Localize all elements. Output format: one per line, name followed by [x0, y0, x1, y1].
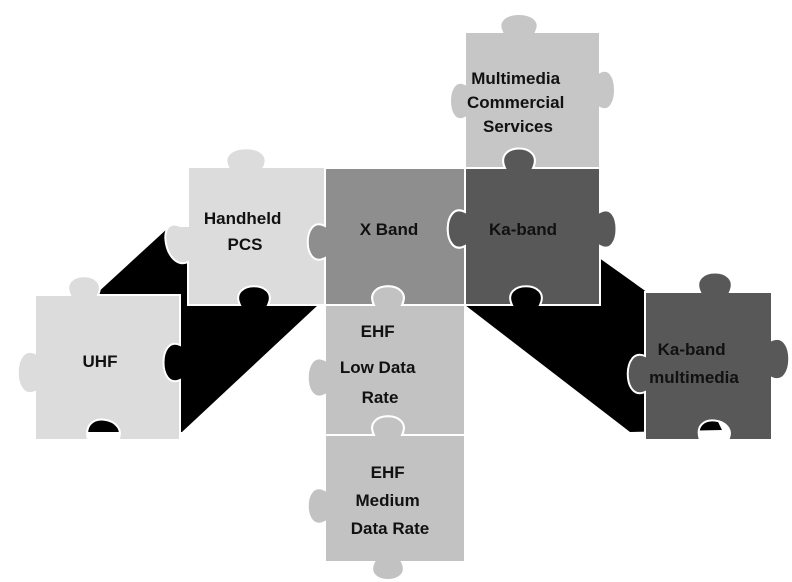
- label-handheld-pcs-line-2: PCS: [228, 235, 263, 254]
- label-ehf-medium-line-2: Medium: [356, 491, 420, 510]
- label-multimedia-commercial-line-3: Services: [483, 117, 553, 136]
- label-ehf-low-line-3: Rate: [362, 388, 399, 407]
- label-multimedia-commercial: Multimedia Commercial Services: [467, 69, 569, 136]
- label-handheld-pcs-line-1: Handheld: [204, 209, 281, 228]
- label-ka-band-multimedia-line-2: multimedia: [649, 368, 739, 387]
- label-multimedia-commercial-line-2: Commercial: [467, 93, 564, 112]
- label-ehf-low-line-1: EHF: [361, 322, 395, 341]
- label-ehf-medium-line-3: Data Rate: [351, 519, 429, 538]
- label-x-band-line-1: X Band: [360, 220, 419, 239]
- label-x-band: X Band: [360, 220, 419, 239]
- label-ehf-low-line-2: Low Data: [340, 358, 416, 377]
- label-ka-band-line-1: Ka-band: [489, 220, 557, 239]
- label-ka-band-multimedia-line-1: Ka-band: [658, 340, 726, 359]
- piece-uhf: [16, 275, 181, 441]
- piece-ka-band-multimedia: [626, 271, 791, 441]
- label-multimedia-commercial-line-1: Multimedia: [471, 69, 560, 88]
- label-uhf: UHF: [83, 352, 118, 371]
- piece-ka-band: [446, 147, 618, 306]
- label-ehf-low: EHF Low Data Rate: [340, 322, 420, 407]
- label-ka-band: Ka-band: [489, 220, 557, 239]
- label-handheld-pcs: Handheld PCS: [204, 209, 286, 254]
- piece-multimedia-commercial: [449, 13, 616, 169]
- piece-ehf-medium: [306, 415, 466, 581]
- label-ka-band-multimedia: Ka-band multimedia: [649, 340, 739, 387]
- label-ehf-medium: EHF Medium Data Rate: [351, 463, 429, 538]
- label-ehf-medium-line-1: EHF: [371, 463, 405, 482]
- piece-handheld-pcs: [164, 147, 326, 306]
- label-uhf-line-1: UHF: [83, 352, 118, 371]
